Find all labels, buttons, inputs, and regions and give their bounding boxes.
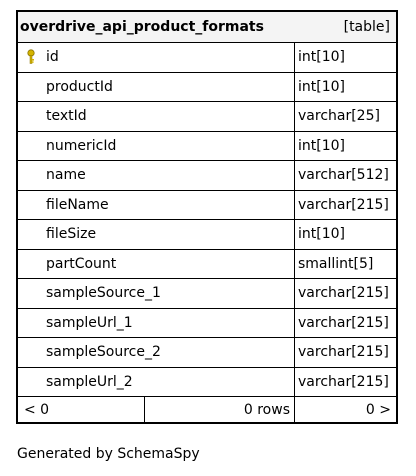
column-name: sampleSource_2 <box>46 344 161 361</box>
column-name-cell: productId <box>18 72 295 101</box>
column-type: varchar[215] <box>298 314 389 331</box>
column-type: varchar[215] <box>298 285 389 302</box>
column-row: sampleUrl_1 varchar[215] <box>18 308 396 338</box>
column-name-cell: numericId <box>18 131 295 160</box>
column-name-cell: fileName <box>18 190 295 219</box>
column-row: sampleSource_2 varchar[215] <box>18 338 396 368</box>
table-name: overdrive_api_product_formats <box>20 19 264 35</box>
parents-count: < 0 <box>18 397 145 422</box>
generated-by-note: Generated by SchemaSpy <box>17 446 200 462</box>
column-name: sampleUrl_2 <box>46 373 133 390</box>
table-entity: overdrive_api_product_formats [table] id… <box>16 10 398 424</box>
column-type: smallint[5] <box>298 255 374 272</box>
column-row: fileSize int[10] <box>18 220 396 250</box>
table-footer: < 0 0 rows 0 > <box>18 397 396 422</box>
column-type: int[10] <box>298 137 345 154</box>
column-name: fileName <box>46 196 109 213</box>
column-row: name varchar[512] <box>18 161 396 191</box>
column-row: sampleUrl_2 varchar[215] <box>18 367 396 397</box>
column-list: id int[10] productId int[10] textId varc… <box>18 43 396 397</box>
column-name: sampleSource_1 <box>46 285 161 302</box>
column-row: sampleSource_1 varchar[215] <box>18 279 396 309</box>
column-type: int[10] <box>298 78 345 95</box>
column-name: numericId <box>46 137 117 154</box>
column-row: id int[10] <box>18 43 396 73</box>
column-name-cell: id <box>18 43 295 72</box>
column-row: fileName varchar[215] <box>18 190 396 220</box>
column-name: name <box>46 167 86 184</box>
column-name-cell: sampleUrl_1 <box>18 308 295 337</box>
column-type: varchar[215] <box>298 373 389 390</box>
column-row: productId int[10] <box>18 72 396 102</box>
column-name: partCount <box>46 255 117 272</box>
column-name: fileSize <box>46 226 97 243</box>
table-header: overdrive_api_product_formats [table] <box>18 12 396 43</box>
column-name-cell: fileSize <box>18 220 295 249</box>
column-type: int[10] <box>298 226 345 243</box>
column-name-cell: sampleSource_1 <box>18 279 295 308</box>
column-type: varchar[512] <box>298 167 389 184</box>
column-type: varchar[215] <box>298 196 389 213</box>
column-name: textId <box>46 108 87 125</box>
key-icon <box>26 49 46 65</box>
column-type: int[10] <box>298 49 345 66</box>
column-type: varchar[215] <box>298 344 389 361</box>
children-count: 0 > <box>365 401 391 418</box>
column-name: productId <box>46 78 113 95</box>
column-type: varchar[25] <box>298 108 380 125</box>
column-name-cell: sampleSource_2 <box>18 338 295 367</box>
column-row: partCount smallint[5] <box>18 249 396 279</box>
column-name-cell: partCount <box>18 249 295 278</box>
column-name: sampleUrl_1 <box>46 314 133 331</box>
column-name-cell: textId <box>18 102 295 131</box>
column-name: id <box>46 49 59 66</box>
column-name-cell: name <box>18 161 295 190</box>
column-row: numericId int[10] <box>18 131 396 161</box>
table-kind: [table] <box>343 19 390 35</box>
column-row: textId varchar[25] <box>18 102 396 132</box>
row-count: 0 rows <box>145 397 295 422</box>
column-name-cell: sampleUrl_2 <box>18 367 295 396</box>
